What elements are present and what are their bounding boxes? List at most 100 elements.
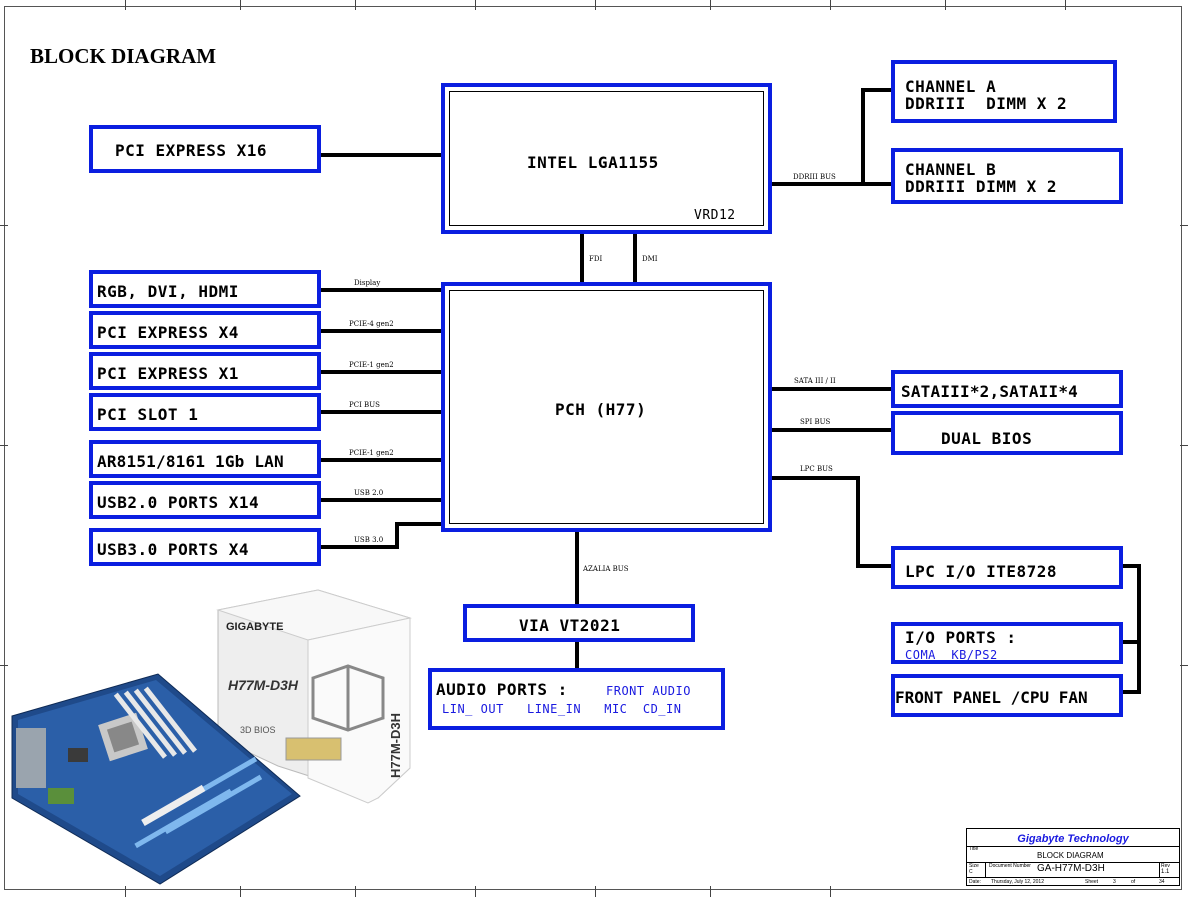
wire-usb3-a [319,545,399,549]
lpc-io-block[interactable]: LPC I/O ITE8728 [891,546,1123,589]
bus-label-ddr: DDRIII BUS [793,173,836,181]
frame-tick [475,0,476,10]
frame-tick [355,886,356,897]
dual-bios-label: DUAL BIOS [941,429,1033,448]
title-block-row [967,846,1179,847]
title-block-sheet: 3 [1113,879,1116,885]
pch-block[interactable]: PCH (H77) [441,282,772,532]
bus-label-pcie-x1: PCIE-1 gen2 [349,361,394,369]
title-block: Gigabyte Technology Title BLOCK DIAGRAM … [966,828,1180,886]
lpc-io-label: LPC I/O ITE8728 [905,562,1057,581]
pcie-x4-label: PCI EXPRESS X4 [97,323,239,342]
pcie-x16-block[interactable]: PCI EXPRESS X16 [89,125,321,173]
frame-tick [710,0,711,10]
frame-tick [710,886,711,897]
bus-label-lan: PCIE-1 gen2 [349,449,394,457]
wire-fdi [580,232,584,284]
bus-label-dmi: DMI [642,255,658,263]
title-block-of-caption: of [1131,879,1136,885]
title-block-rev: 1.1 [1161,869,1170,875]
audio-ports-block[interactable]: AUDIO PORTS : FRONT AUDIO LIN_ OUT LINE_… [428,668,725,730]
box-side-text: H77M-D3H [388,713,403,778]
front-panel-label: FRONT PANEL /CPU FAN [895,688,1088,707]
display-block[interactable]: RGB, DVI, HDMI [89,270,321,308]
cpu-block[interactable]: INTEL LGA1155 VRD12 [441,83,772,234]
channel-b-line2: DDRIII DIMM X 2 [905,177,1057,196]
audio-ports-line2: LIN_ OUT LINE_IN MIC CD_IN [442,702,682,716]
motherboard-photo: GIGABYTE H77M-D3H 3D BIOS H77M-D3H [11,589,412,885]
wire-audio-ports [575,640,579,670]
channel-a-block[interactable]: CHANNEL A DDRIII DIMM X 2 [891,60,1117,123]
channel-b-block[interactable]: CHANNEL B DDRIII DIMM X 2 [891,148,1123,204]
lan-block[interactable]: AR8151/8161 1Gb LAN [89,440,321,478]
vrd-label: VRD12 [694,208,736,223]
box-brand-text: GIGABYTE [226,621,283,633]
audio-codec-block[interactable]: VIA VT2021 [463,604,695,642]
dual-bios-block[interactable]: DUAL BIOS [891,411,1123,455]
channel-b-line1: CHANNEL B [905,160,997,179]
audio-ports-label: AUDIO PORTS : [436,680,568,699]
usb3-block[interactable]: USB3.0 PORTS X4 [89,528,321,566]
box-bios-text: 3D BIOS [240,725,276,735]
pcie-x4-block[interactable]: PCI EXPRESS X4 [89,311,321,349]
lan-label: AR8151/8161 1Gb LAN [97,452,284,471]
frame-tick [945,0,946,10]
bus-label-display: Display [354,279,381,287]
usb2-block[interactable]: USB2.0 PORTS X14 [89,481,321,519]
wire-front-panel [1120,690,1141,694]
wire-ddr-channel-b [861,182,893,186]
sata-label: SATAIII*2,SATAII*4 [901,382,1078,401]
wire-ddr-bus [770,182,864,186]
io-ports-block[interactable]: I/O PORTS : COMA KB/PS2 [891,622,1123,664]
bus-label-pci: PCI BUS [349,401,380,409]
frame-tick [1180,665,1188,666]
bus-label-sata: SATA III / II [794,377,836,385]
frame-tick [240,886,241,897]
pch-inner-frame [449,290,764,524]
usb3-label: USB3.0 PORTS X4 [97,540,249,559]
title-block-date: Thursday, July 12, 2012 [991,879,1044,885]
pci-slot-block[interactable]: PCI SLOT 1 [89,393,321,431]
frame-tick [475,886,476,897]
frame-tick [595,0,596,10]
pcie-x1-block[interactable]: PCI EXPRESS X1 [89,352,321,390]
pch-label: PCH (H77) [555,400,647,419]
wire-spi [770,428,894,432]
title-block-title: BLOCK DIAGRAM [1037,851,1104,860]
frame-tick [0,665,8,666]
title-block-divider [985,862,986,877]
wire-lpc-c [856,564,894,568]
frame-tick [240,0,241,10]
title-block-title-caption: Title [969,846,979,852]
audio-ports-line1: FRONT AUDIO [606,684,691,698]
wire-lpc-b [856,476,860,568]
title-block-date-caption: Date: [969,879,981,885]
title-block-rev-caption: Rev [1161,863,1170,869]
box-model-text: H77M-D3H [228,677,299,693]
pcie-x1-label: PCI EXPRESS X1 [97,364,239,383]
io-ports-sub: COMA KB/PS2 [905,648,998,662]
wire-azalia [575,530,579,606]
frame-tick [125,886,126,897]
bus-label-spi: SPI BUS [800,418,831,426]
pcie-x16-label: PCI EXPRESS X16 [115,141,267,160]
bus-label-usb2: USB 2.0 [354,489,384,497]
front-panel-block[interactable]: FRONT PANEL /CPU FAN [891,674,1123,717]
wire-sata [770,387,894,391]
io-ports-label: I/O PORTS : [905,628,1017,647]
title-block-size-caption: Size [969,863,979,869]
wire-lan [319,458,443,462]
cpu-label: INTEL LGA1155 [527,153,659,172]
wire-lpcio-vertical [1137,564,1141,694]
wire-pcie-x16 [319,153,443,157]
bus-label-fdi: FDI [589,255,603,263]
display-label: RGB, DVI, HDMI [97,282,239,301]
wire-pcie-x1 [319,370,443,374]
frame-tick [1065,0,1066,10]
wire-usb3-c [395,522,443,526]
sata-block[interactable]: SATAIII*2,SATAII*4 [891,370,1123,408]
wire-dmi [633,232,637,284]
bus-label-azalia: AZALIA BUS [583,565,629,573]
wire-io-ports [1120,640,1141,644]
